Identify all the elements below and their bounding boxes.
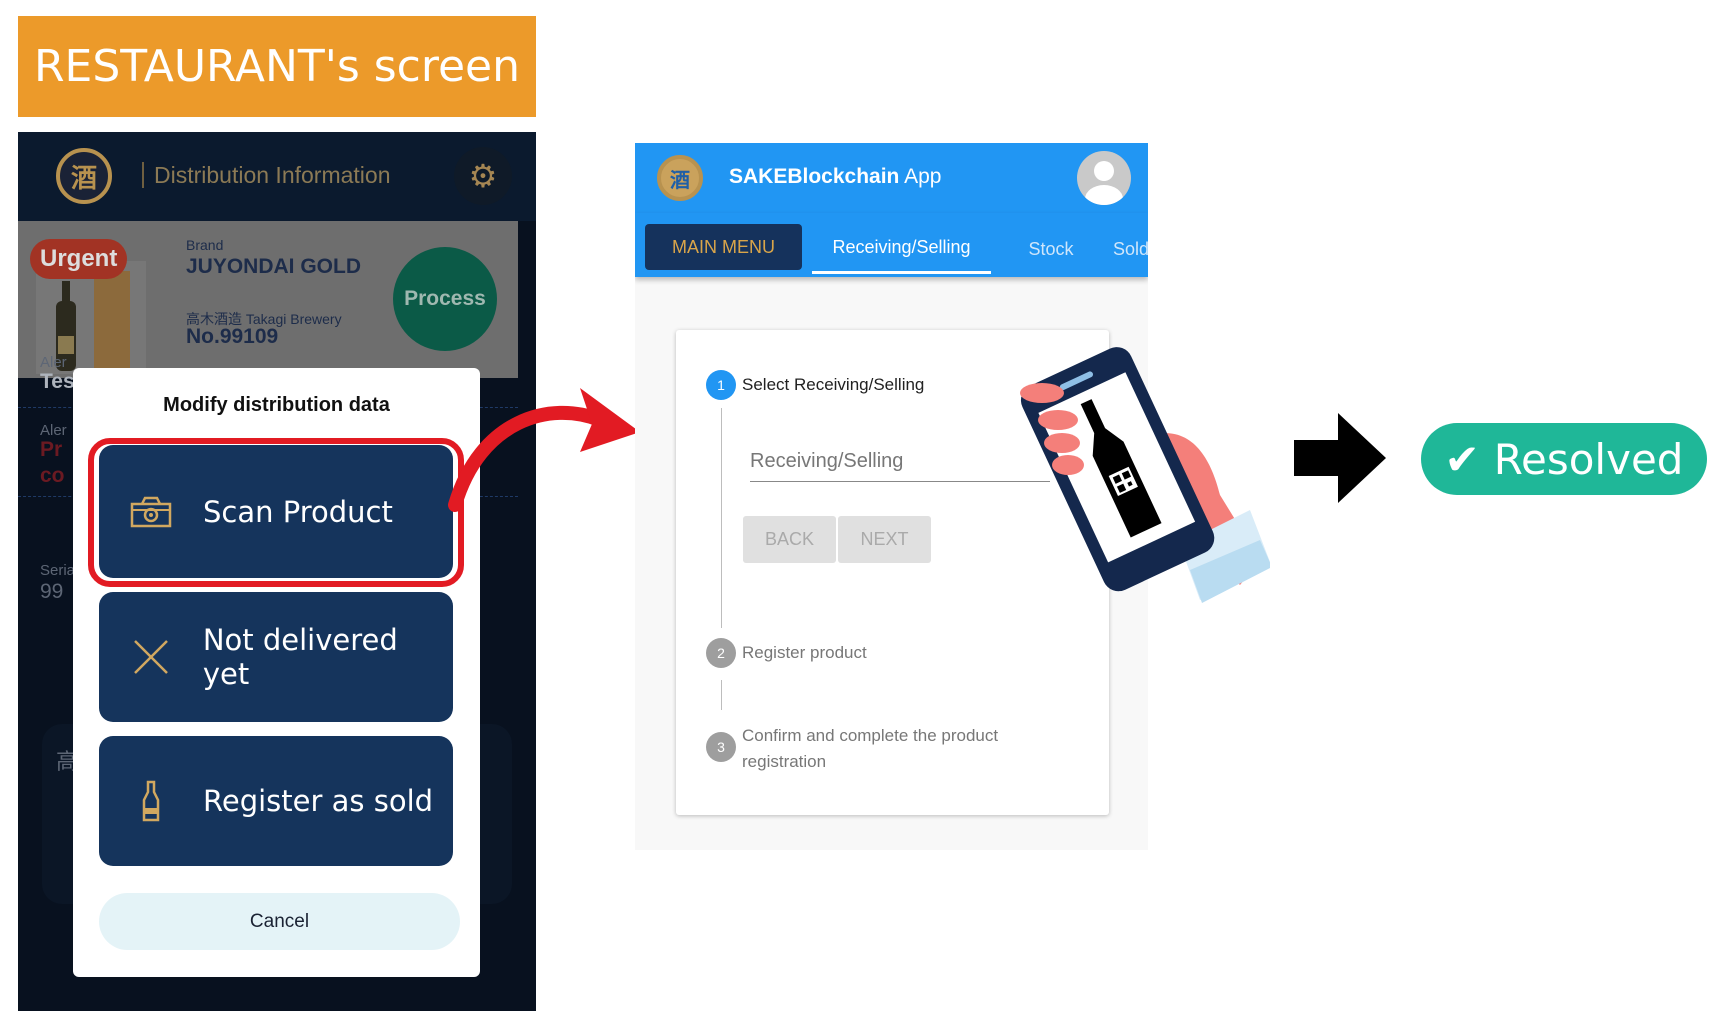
option-label: Scan Product bbox=[203, 494, 393, 529]
option-label: Register as sold bbox=[203, 784, 434, 818]
gear-icon[interactable]: ⚙ bbox=[454, 147, 512, 205]
tab-bar: MAIN MENU Receiving/Selling Stock Sold bbox=[635, 213, 1148, 277]
bottle-icon bbox=[99, 780, 203, 822]
highlight-outline bbox=[88, 438, 464, 587]
brand-label: Brand bbox=[186, 237, 224, 253]
background-text: 高 bbox=[56, 749, 79, 774]
register-sold-button[interactable]: Register as sold bbox=[99, 736, 453, 866]
product-number: No.99109 bbox=[186, 325, 279, 348]
sake-blockchain-app: 酒 SAKEBlockchain App MAIN MENU Receiving… bbox=[635, 143, 1148, 850]
alert-label: Aler bbox=[40, 354, 67, 371]
step-number: 3 bbox=[706, 732, 736, 762]
process-button[interactable]: Process bbox=[393, 247, 497, 351]
step-number: 1 bbox=[706, 370, 736, 400]
resolved-badge: ✔ Resolved bbox=[1421, 423, 1707, 495]
app-title: SAKEBlockchain App bbox=[729, 165, 941, 189]
resolved-label: Resolved bbox=[1493, 434, 1684, 484]
brewery-name: 高木酒造 Takagi Brewery bbox=[186, 311, 342, 327]
scan-product-button[interactable]: Scan Product bbox=[99, 445, 453, 578]
alert-value: co bbox=[40, 464, 65, 487]
header-title: Distribution Information bbox=[142, 162, 391, 188]
option-label: Not delivered yet bbox=[202, 623, 398, 691]
tab-sold[interactable]: Sold bbox=[1113, 238, 1148, 259]
back-button[interactable]: BACK bbox=[743, 516, 836, 563]
red-curved-arrow-icon bbox=[448, 388, 640, 512]
alert-value: Tes bbox=[40, 370, 75, 393]
app-title-rest: App bbox=[899, 165, 942, 188]
step-label: Register product bbox=[742, 643, 867, 662]
avatar-icon[interactable] bbox=[1077, 151, 1131, 205]
app-header: 酒 Distribution Information ⚙ bbox=[18, 132, 536, 221]
step-number: 2 bbox=[706, 638, 736, 668]
step-connector bbox=[721, 680, 722, 710]
screen-title-banner: RESTAURANT's screen bbox=[18, 16, 536, 117]
check-icon: ✔ bbox=[1444, 434, 1480, 484]
next-button[interactable]: NEXT bbox=[838, 516, 931, 563]
main-menu-button[interactable]: MAIN MENU bbox=[645, 224, 802, 270]
camera-icon bbox=[99, 496, 203, 528]
not-delivered-button[interactable]: Not delivered yet bbox=[99, 592, 453, 722]
step-connector bbox=[721, 408, 722, 628]
receiving-selling-select[interactable]: Receiving/Selling bbox=[750, 450, 1050, 482]
brand-name: JUYONDAI GOLD bbox=[186, 255, 362, 278]
urgent-badge: Urgent bbox=[30, 239, 128, 279]
cancel-button[interactable]: Cancel bbox=[99, 893, 460, 950]
serial-value: 99 bbox=[40, 580, 64, 603]
alert-label: Aler bbox=[40, 422, 67, 439]
app-header: 酒 SAKEBlockchain App bbox=[635, 143, 1148, 213]
modal-title: Modify distribution data bbox=[163, 394, 390, 416]
phone-scan-illustration-icon bbox=[1020, 347, 1270, 603]
product-image bbox=[36, 261, 146, 374]
tab-receiving-selling[interactable]: Receiving/Selling bbox=[812, 224, 991, 274]
right-arrow-icon bbox=[1294, 413, 1386, 503]
tab-stock[interactable]: Stock bbox=[1028, 238, 1074, 259]
sake-logo-icon: 酒 bbox=[657, 155, 703, 201]
x-icon bbox=[99, 639, 203, 675]
product-card: Urgent Brand JUYONDAI GOLD 高木酒造 Takagi B… bbox=[18, 221, 518, 378]
sake-logo-icon: 酒 bbox=[56, 148, 112, 204]
modify-distribution-modal: Modify distribution data Scan Product No… bbox=[73, 368, 480, 977]
serial-label: Seria bbox=[40, 562, 76, 579]
step-label: Select Receiving/Selling bbox=[742, 375, 925, 394]
alert-value: Pr bbox=[40, 438, 63, 461]
app-title-bold: SAKEBlockchain bbox=[729, 165, 900, 188]
step-label: Confirm and complete the product registr… bbox=[742, 726, 999, 771]
